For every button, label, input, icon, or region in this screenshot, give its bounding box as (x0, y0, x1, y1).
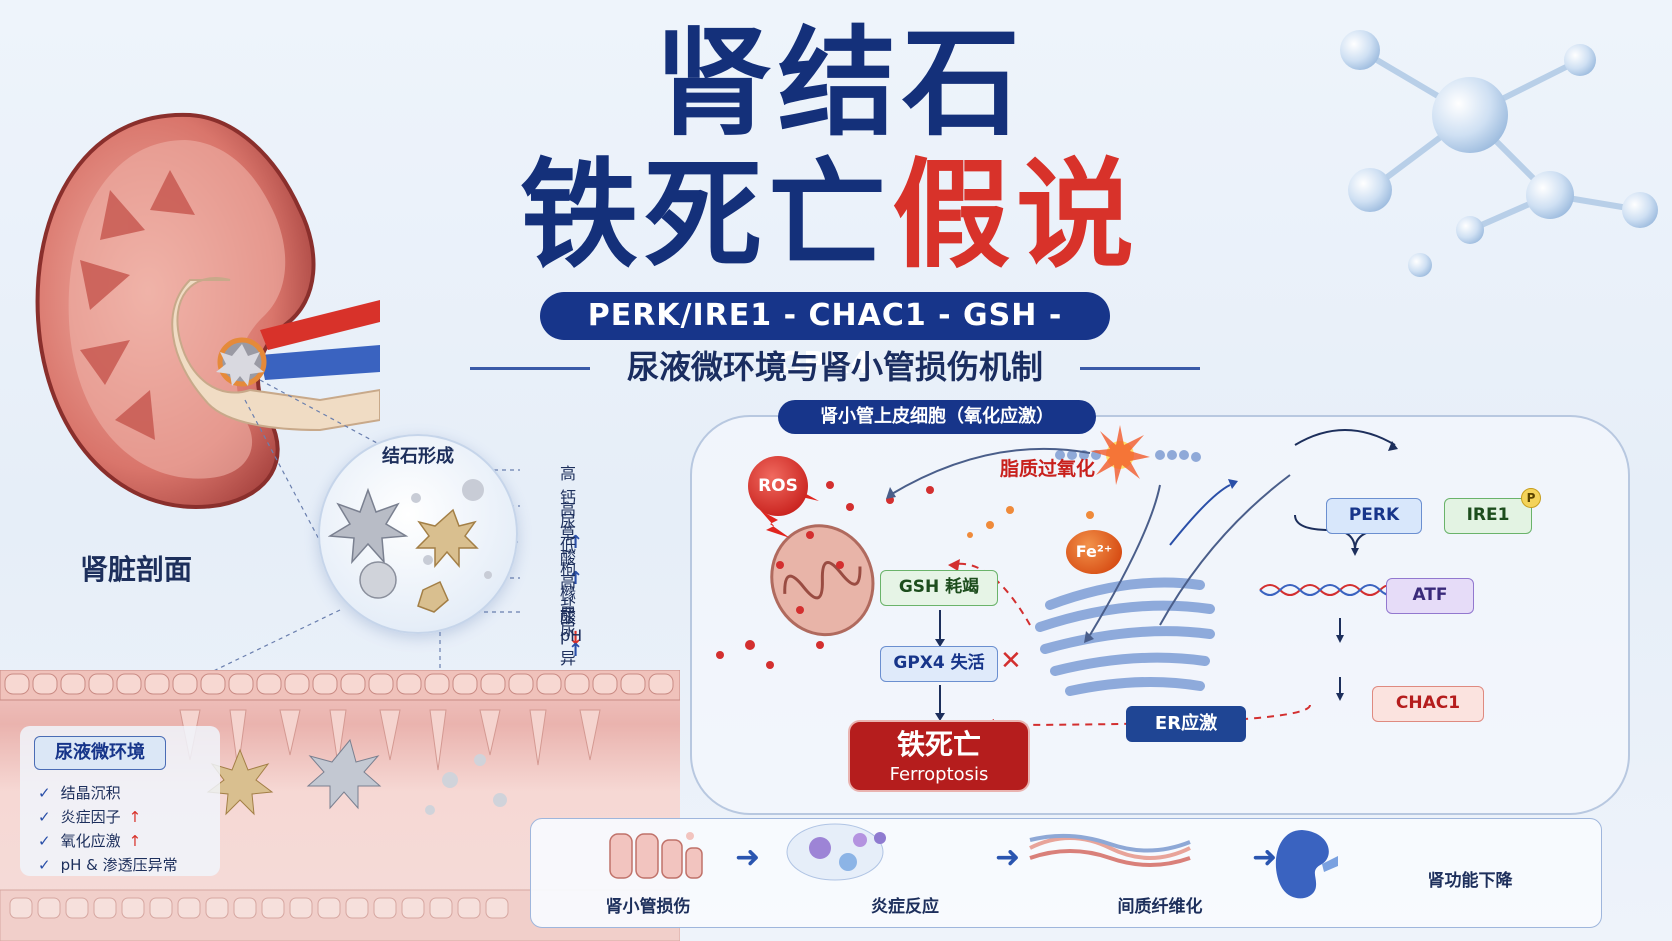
perk-box: PERK (1326, 498, 1422, 534)
ferroptosis-zh: 铁死亡 (896, 728, 981, 761)
crystal-cluster (328, 479, 492, 613)
ferroptosis-en: Ferroptosis (889, 764, 989, 785)
outcome-icons (609, 823, 1338, 899)
urine-item: ✓氧化应激↑ (38, 832, 142, 850)
gpx4-inactivation-box: GPX4 失活 (880, 646, 998, 682)
urine-item: ✓pH & 渗透压异常 (38, 856, 178, 874)
flow-arrow-icon: ➜ (995, 840, 1021, 875)
subtitle-right-rule (1080, 367, 1200, 370)
iron-badge: Fe²⁺ (1066, 530, 1122, 574)
stone-formation-circle (318, 434, 518, 634)
er-stress-box: ER应激 (1126, 706, 1246, 742)
outcome-inflammation: 炎症反应 (871, 897, 939, 917)
outcome-fibrosis: 间质纤维化 (1117, 897, 1203, 917)
title-line-2: 铁死亡假说 (420, 150, 1240, 280)
cell-label: 肾小管上皮细胞（氧化应激） (778, 400, 1096, 434)
pathway-pill: PERK/IRE1 - CHAC1 - GSH - GPX4 (540, 292, 1110, 381)
urine-item: ✓结晶沉积 (38, 784, 121, 802)
ros-badge: ROS (748, 456, 808, 516)
flow-arrow-icon: ➜ (735, 840, 761, 875)
factor-item: 高钙尿↑ (560, 464, 584, 553)
subtitle: 尿液微环境与肾小管损伤机制 (470, 345, 1200, 389)
title-line-1: 肾结石 (653, 14, 1026, 152)
molecule-decoration (1340, 30, 1658, 277)
ferroptosis-box: 铁死亡 Ferroptosis (848, 720, 1030, 792)
factor-item: 高草酸↑ (560, 500, 584, 589)
phospho-badge: P (1521, 488, 1541, 508)
urine-item: ✓炎症因子↑ (38, 808, 142, 826)
gsh-depletion-box: GSH 耗竭 (880, 570, 998, 606)
flow-arrow-icon: ➜ (1252, 840, 1278, 875)
title-hypothesis: 假说 (892, 146, 1141, 284)
subtitle-left-rule (470, 367, 590, 370)
title-ferroptosis: 铁死亡 (519, 146, 892, 284)
lipid-peroxidation-label: 脂质过氧化 (1000, 458, 1096, 480)
kidney-illustration (35, 112, 380, 509)
kidney-label: 肾脏剖面 (80, 553, 193, 586)
subtitle-text: 尿液微环境与肾小管损伤机制 (626, 348, 1043, 386)
outcome-renal-decline: 肾功能下降 (1427, 871, 1513, 891)
cross-icon: ✕ (1000, 646, 1022, 676)
outcome-tubule-injury: 肾小管损伤 (605, 897, 691, 917)
cell-internals (716, 425, 1421, 731)
urine-env-title: 尿液微环境 (34, 736, 166, 770)
factor-item: 高盐尿↑ (560, 572, 584, 661)
tissue-texture (0, 670, 680, 941)
chac1-box: CHAC1 (1372, 686, 1484, 722)
ire1-box: IRE1 (1444, 498, 1532, 534)
atf-box: ATF (1386, 578, 1474, 614)
factor-item: 低枸橼酸↓ (560, 536, 584, 649)
stone-formation-title: 结石形成 (382, 446, 454, 467)
